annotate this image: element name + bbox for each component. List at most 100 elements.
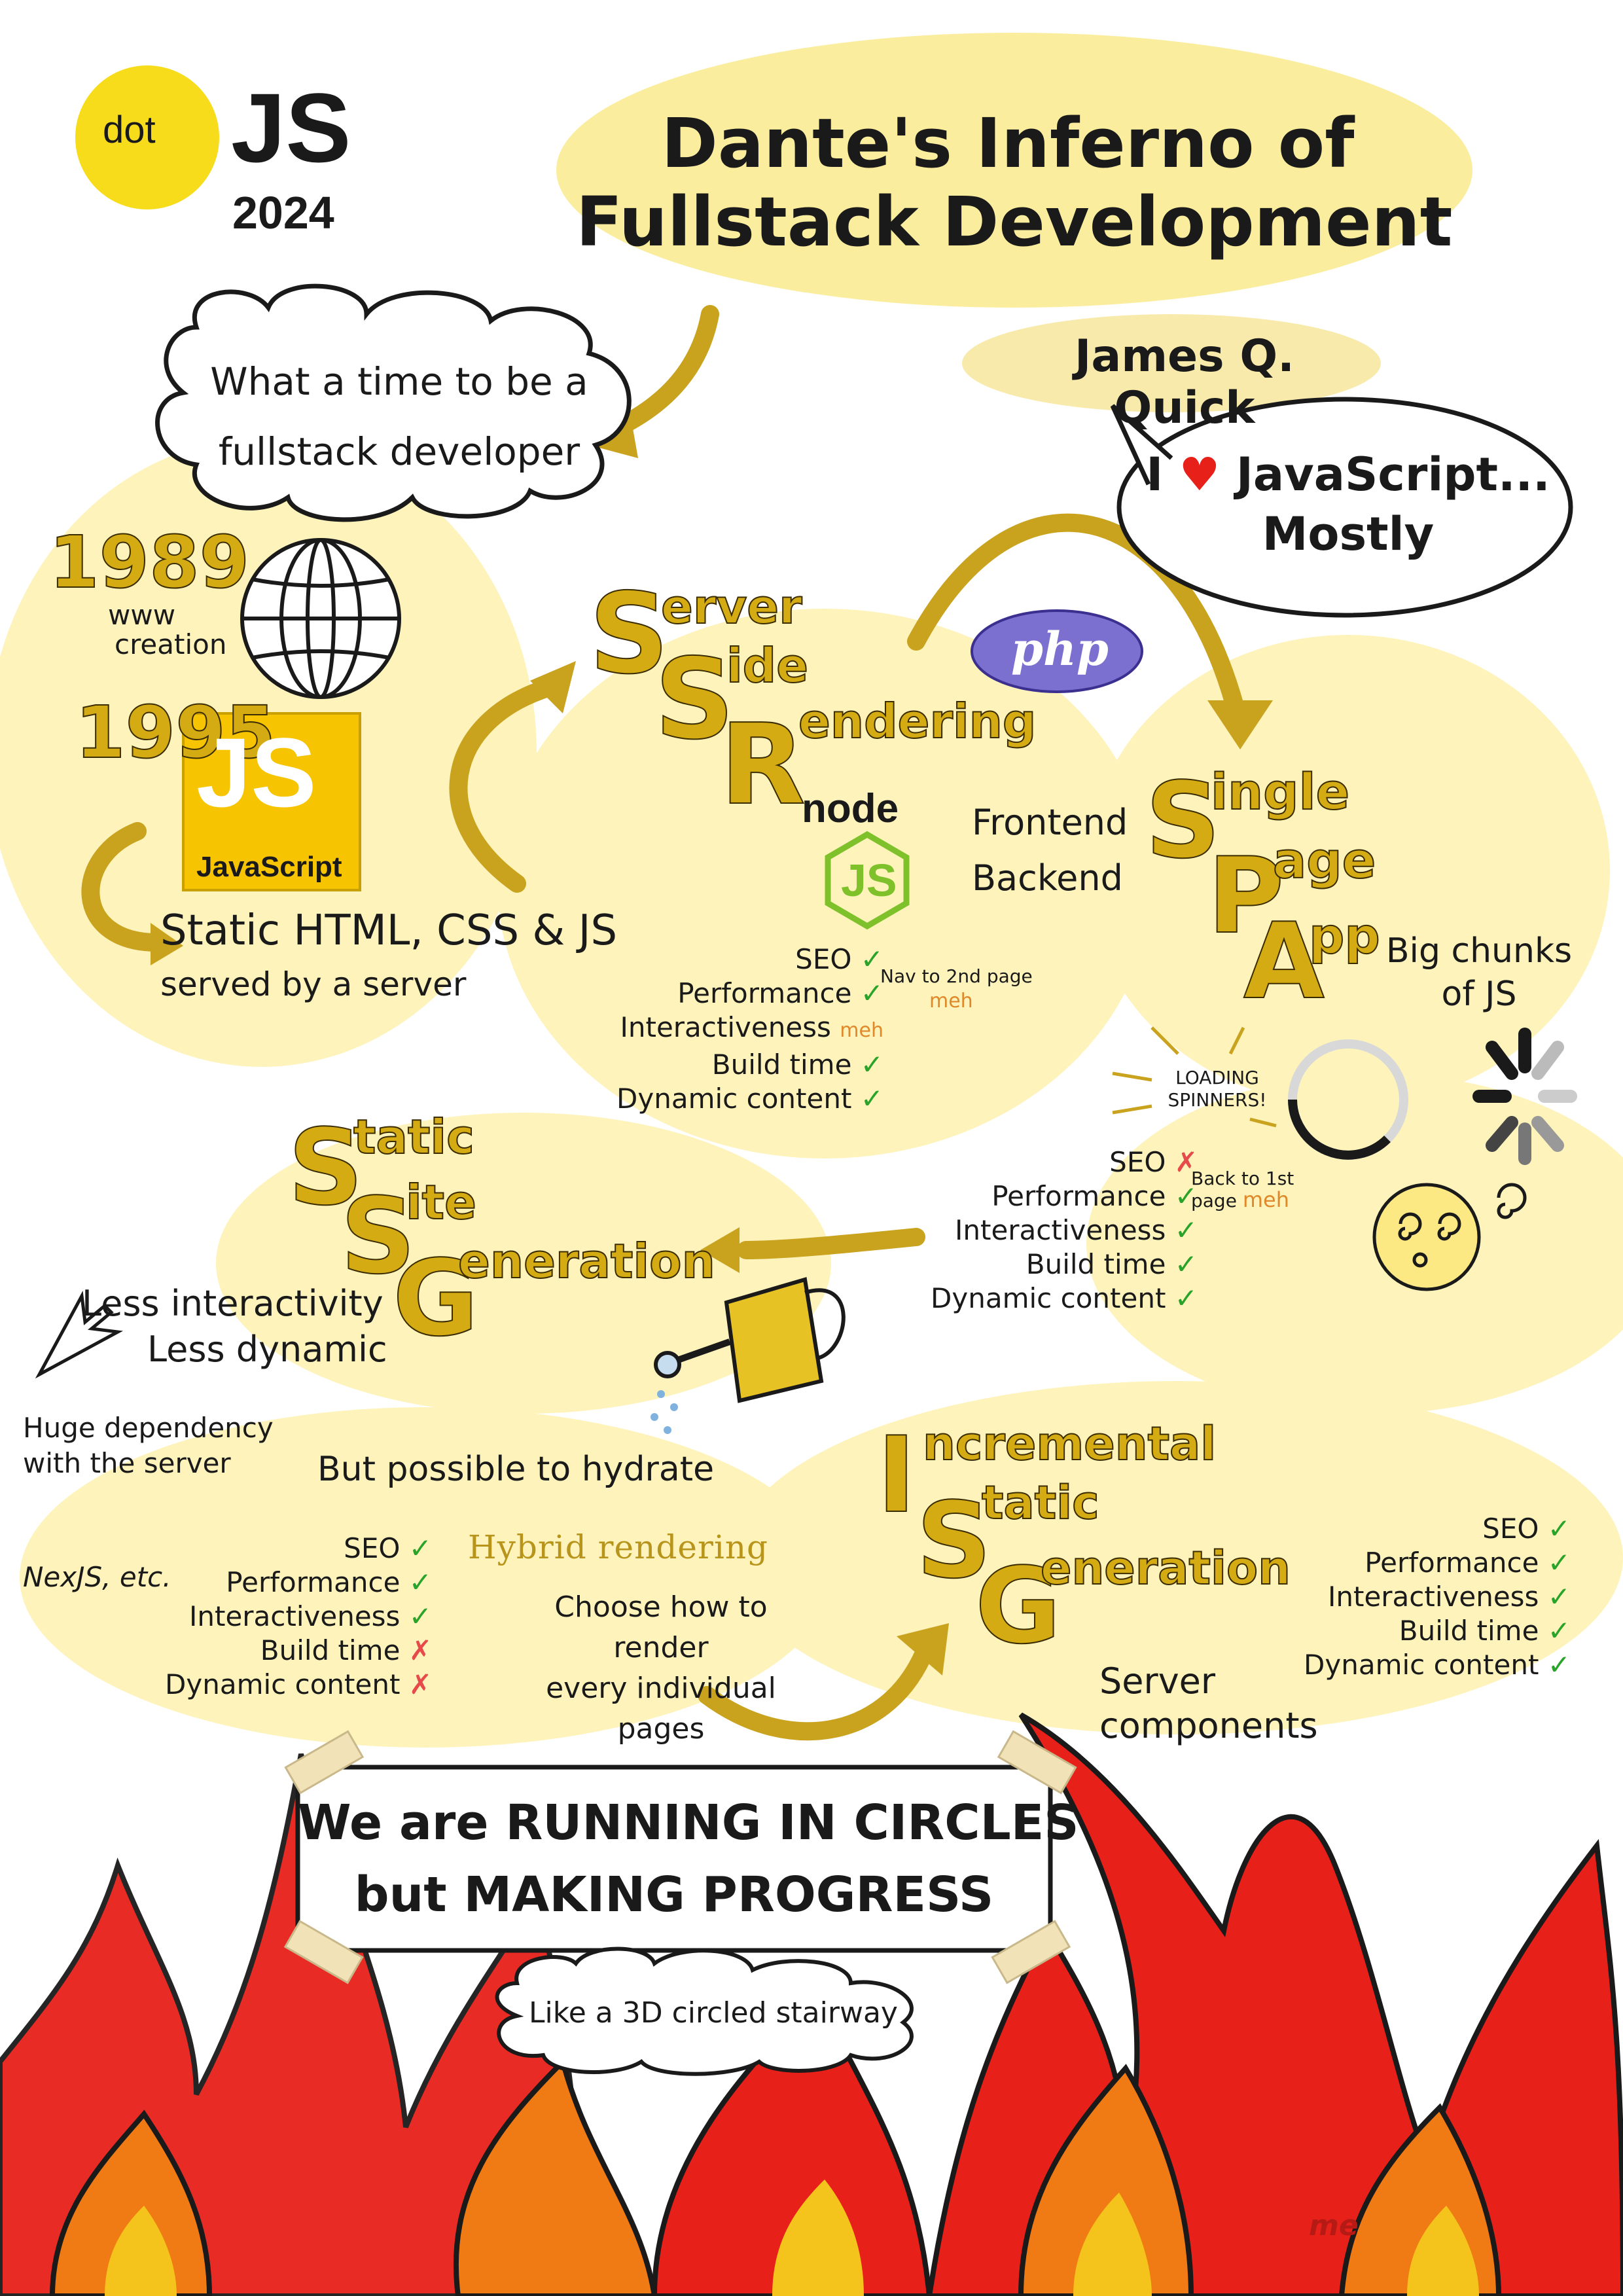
server-line-2: components	[1099, 1705, 1318, 1746]
spa-title: S ingle P age A pp	[1145, 759, 1420, 1023]
isg-metric-label: Performance	[1364, 1547, 1539, 1579]
ssg-word-1: tatic	[353, 1109, 475, 1165]
spinners-line-2: SPINNERS!	[1168, 1089, 1267, 1111]
spa-metric-row: Build time ✓	[903, 1247, 1198, 1282]
ssg-letter-3: G	[392, 1236, 479, 1360]
isg-metric-row: Build time ✓	[1263, 1614, 1571, 1648]
speech-bubble-shape	[1110, 397, 1573, 618]
cross-icon: ✗	[408, 1668, 432, 1700]
ssr-letter-1: S	[588, 569, 669, 700]
spa-letter-2: P	[1207, 834, 1285, 958]
check-icon: ✓	[1174, 1180, 1198, 1212]
isg-word-3: eneration	[1040, 1541, 1291, 1596]
hybrid-line-2: every individual pages	[546, 1672, 776, 1746]
hybrid-title: Hybrid rendering	[468, 1528, 769, 1566]
chunks-line-2: of JS	[1441, 975, 1517, 1014]
loading-spinners-label: LOADING SPINNERS!	[1152, 1067, 1283, 1111]
ssr-letter-2: S	[654, 634, 735, 765]
spa-metric-label: Interactiveness	[954, 1214, 1166, 1246]
check-icon: ✓	[1547, 1615, 1571, 1647]
isg-metric-label: Interactiveness	[1327, 1581, 1539, 1613]
logo-dot-text: dot	[103, 109, 156, 151]
banner-paper	[283, 1730, 1077, 1984]
ssr-metric-row: Dynamic content ✓	[589, 1082, 883, 1116]
back-note-page: page	[1191, 1190, 1237, 1211]
signature: me	[1309, 2209, 1359, 2242]
ssg-metric-row: SEO ✓	[124, 1532, 432, 1566]
logo-js-text: JS	[231, 73, 351, 183]
server-line-1: Server	[1099, 1660, 1216, 1702]
nav-note: Nav to 2nd page	[880, 965, 1033, 987]
dependency-line-1: Huge dependency	[23, 1412, 274, 1444]
isg-letter-2: S	[916, 1479, 992, 1602]
page-title: Dante's Inferno of Fullstack Development	[576, 104, 1452, 261]
isg-title: I ncremental S tatic G eneration	[876, 1413, 1335, 1676]
speech-bubble-love: I ♥ JavaScript... Mostly	[1139, 445, 1558, 564]
logo-dot-circle	[75, 65, 219, 209]
isg-metrics: SEO ✓ Performance ✓ Interactiveness ✓ Bu…	[1263, 1512, 1571, 1682]
spinner-icon	[1472, 1028, 1577, 1165]
creation-label: creation	[115, 628, 227, 660]
cloud-intro-text: What a time to be a fullstack developer	[190, 347, 609, 488]
cloud-stairs-shape	[495, 1946, 914, 2076]
year-1995: 1995	[75, 690, 276, 775]
spa-metric-row: Interactiveness ✓	[903, 1213, 1198, 1247]
dependency-note: Huge dependency with the server	[23, 1410, 274, 1481]
check-icon: ✓	[860, 943, 883, 975]
back-meh: meh	[1242, 1187, 1289, 1212]
spa-metric-row: SEO ✗	[903, 1145, 1198, 1179]
ssr-word-3: endering	[798, 693, 1037, 749]
logo-year: 2024	[232, 187, 334, 238]
back-note: Back to 1st page meh	[1191, 1168, 1294, 1211]
cloud-intro-line-2: fullstack developer	[218, 429, 580, 475]
love-pre: I	[1146, 448, 1164, 501]
check-icon: ✓	[1547, 1581, 1571, 1613]
ssr-title: S erver S ide R endering	[588, 569, 1047, 844]
spa-letter-3: A	[1243, 899, 1325, 1023]
ssr-metric-label: Performance	[677, 977, 852, 1009]
nodejs-logo-icon	[825, 831, 910, 930]
check-icon: ✓	[860, 1049, 883, 1081]
ssg-metric-row: Interactiveness ✓	[124, 1600, 432, 1634]
check-icon: ✓	[1174, 1282, 1198, 1314]
meh-note: meh	[840, 1019, 883, 1042]
ssr-metric-label: Build time	[711, 1049, 852, 1081]
ssr-metric-row: Build time ✓	[589, 1048, 883, 1082]
isg-metric-row: Performance ✓	[1263, 1546, 1571, 1580]
dotjs-logo: dot JS 2024	[75, 65, 363, 242]
spa-metric-row: Dynamic content ✓	[903, 1282, 1198, 1316]
isg-metric-row: SEO ✓	[1263, 1512, 1571, 1546]
ssg-metric-label: SEO	[344, 1532, 401, 1564]
ssr-metric-label: Dynamic content	[616, 1083, 852, 1115]
check-icon: ✓	[1547, 1547, 1571, 1579]
less-dynamic: Less dynamic	[147, 1329, 387, 1370]
isg-letter-3: G	[974, 1544, 1061, 1668]
spa-metric-label: Performance	[991, 1180, 1166, 1212]
static-line-2: served by a server	[160, 965, 467, 1003]
year-1989: 1989	[48, 520, 250, 605]
spa-word-2: age	[1272, 831, 1376, 890]
node-js-text: JS	[841, 855, 897, 906]
speaker-name: James Q. Quick	[1075, 331, 1294, 434]
heart-icon: ♥	[1179, 448, 1221, 501]
ssg-letter-1: S	[287, 1105, 364, 1229]
ssg-metric-row: Build time ✗	[124, 1634, 432, 1668]
javascript-logo-icon	[182, 712, 361, 891]
spa-metric-row: Performance ✓	[903, 1179, 1198, 1213]
cloud-stairs-text: Like a 3D circled stairway	[529, 1996, 898, 2030]
ssr-metric-row: Interactiveness meh	[589, 1011, 883, 1048]
hybrid-line-1: Choose how to render	[554, 1590, 768, 1664]
back-note-line-1: Back to 1st	[1191, 1168, 1294, 1189]
less-interactivity: Less interactivity	[82, 1283, 383, 1324]
yellow-wash	[0, 33, 1623, 1748]
loading-rays	[1112, 1026, 1277, 1128]
ssg-metric-row: Performance ✓	[124, 1566, 432, 1600]
ssg-metric-label: Performance	[226, 1566, 401, 1598]
hydrate-note: But possible to hydrate	[317, 1450, 715, 1489]
spa-letter-1: S	[1145, 759, 1221, 882]
dizzy-face-icon	[1372, 1183, 1527, 1291]
ssr-metric-label: SEO	[795, 943, 852, 975]
isg-metric-label: SEO	[1482, 1513, 1539, 1545]
